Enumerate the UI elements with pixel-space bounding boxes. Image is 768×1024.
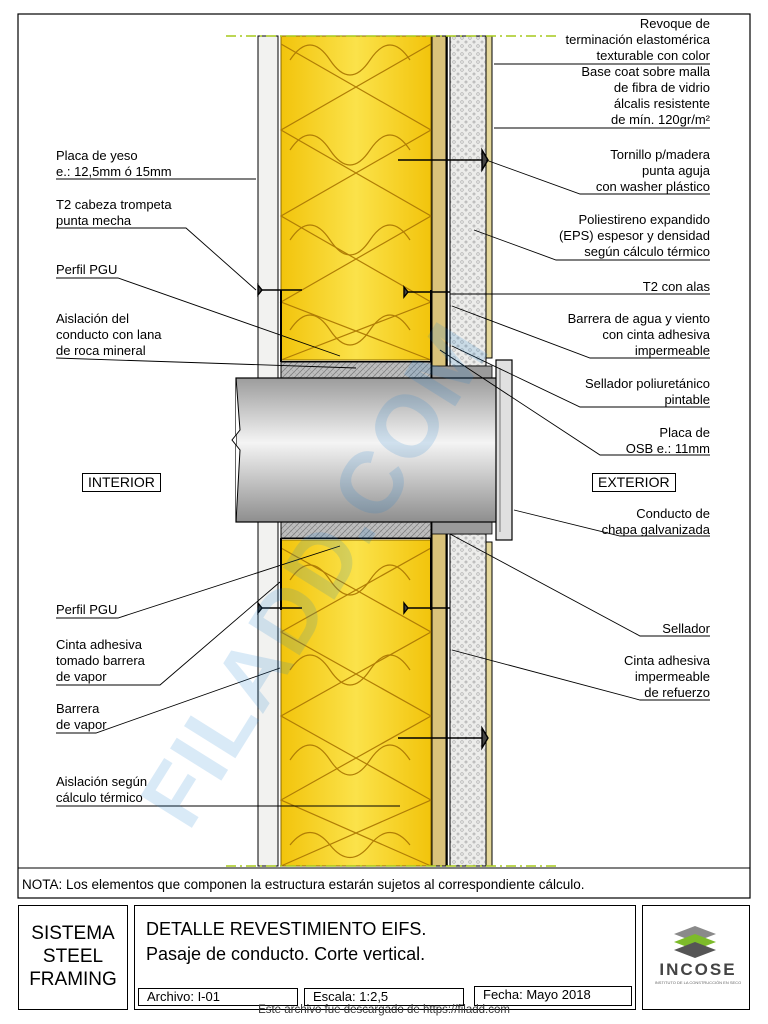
title-box [134,905,636,1010]
logo-subtext: INSTITUTO DE LA CONSTRUCCIÓN EN SECO [654,980,742,985]
insulation-top [280,35,432,361]
label-t2-wings: T2 con alas [642,279,710,294]
download-footer: Este archivo fue descargado de https://f… [258,1004,510,1016]
label-eps: Poliestireno expandido(EPS) espesor y de… [558,212,710,259]
archivo-field: Archivo: I-01 [138,988,298,1006]
label-pgu-bottom: Perfil PGU [56,602,118,617]
leader-lines [55,63,710,807]
axis-lines [226,35,560,867]
insulation-zigzag [279,43,433,867]
osb-bottom [431,521,447,867]
duct-break-line [231,377,241,523]
drawing-subtitle: Pasaje de conducto. Corte vertical. [146,944,426,964]
screws [257,147,489,751]
fecha-field: Fecha: Mayo 2018 [474,986,632,1006]
label-pgu-top: Perfil PGU [56,262,118,277]
gypsum-board-top [257,35,279,379]
escala-field: Escala: 1:2,5 [304,988,464,1006]
insulation-bottom [280,539,432,867]
base-coat-bottom [485,541,493,867]
logo-box [642,905,750,1010]
eps-bottom [449,533,487,867]
exterior-tag: EXTERIOR [592,473,676,492]
label-sealant: Sellador [662,621,710,636]
duct-flange [495,359,513,541]
interior-tag: INTERIOR [82,473,161,492]
drawing-title: DETALLE REVESTIMIENTO EIFS. [146,919,427,939]
drawing-note: NOTA: Los elementos que componen la estr… [22,877,585,892]
logo-text: INCOSE [659,960,737,979]
drawing-frame [17,13,751,899]
system-box [18,905,128,1010]
sealant-bottom [431,521,493,535]
base-coat-top [485,35,493,359]
incose-logo-icon [674,926,716,958]
